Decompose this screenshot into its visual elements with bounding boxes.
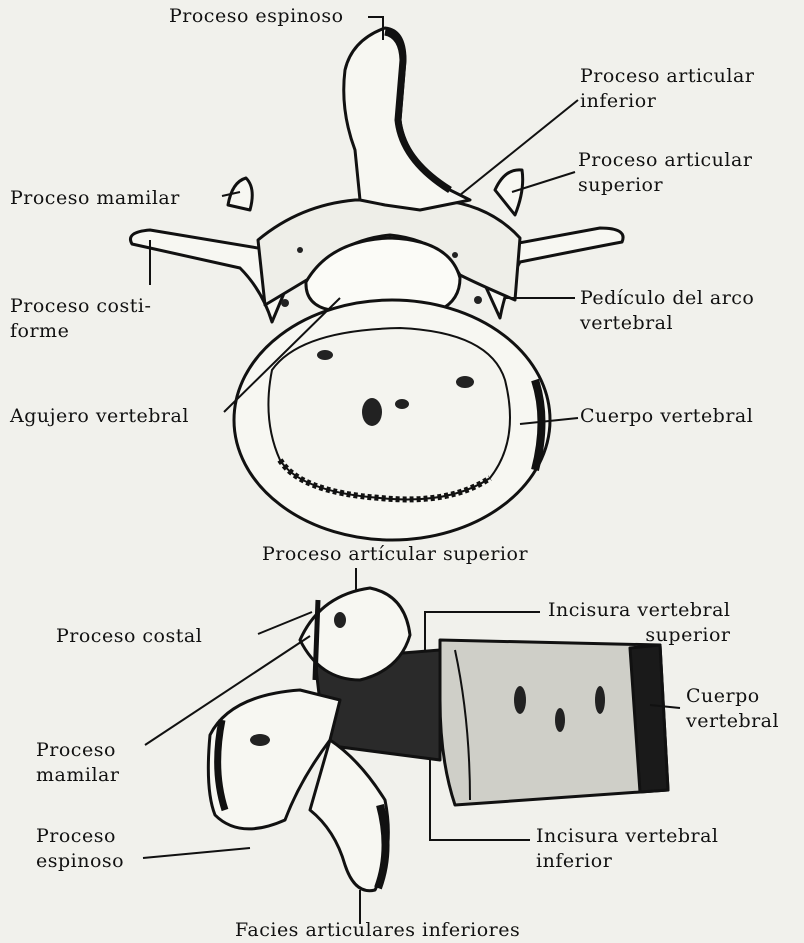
label-line: Cuerpo <box>686 684 779 709</box>
label-line: Pedículo del arco <box>580 286 754 311</box>
label-proceso-articular-superior-lateral: Proceso artícular superior <box>262 542 528 567</box>
label-proceso-articular-inferior: Proceso articular inferior <box>580 64 754 114</box>
label-cuerpo-vertebral-lateral: Cuerpo vertebral <box>686 684 779 734</box>
label-proceso-espinoso-lateral: Proceso espinoso <box>36 824 124 874</box>
label-agujero-vertebral: Agujero vertebral <box>10 404 189 429</box>
label-proceso-costal: Proceso costal <box>56 624 202 649</box>
label-line: Proceso <box>36 824 124 849</box>
superior-articular-process-right <box>495 170 523 215</box>
label-line: forme <box>10 319 151 344</box>
label-proceso-costiforme: Proceso costi- forme <box>10 294 151 344</box>
spinous-process <box>344 28 470 210</box>
label-incisura-vertebral-inferior: Incisura vertebral inferior <box>536 824 719 874</box>
label-line: Incisura vertebral <box>548 598 731 623</box>
label-line: Proceso <box>36 738 119 763</box>
label-line: Proceso costi- <box>10 294 151 319</box>
label-line: espinoso <box>36 849 124 874</box>
label-proceso-espinoso: Proceso espinoso <box>169 4 344 29</box>
vertebra-top-view <box>130 28 623 540</box>
label-line: vertebral <box>580 311 754 336</box>
label-line: Proceso articular <box>578 148 752 173</box>
label-pediculo-arco-vertebral: Pedículo del arco vertebral <box>580 286 754 336</box>
inferior-articular-process-lateral <box>310 740 388 891</box>
label-cuerpo-vertebral: Cuerpo vertebral <box>580 404 753 429</box>
leader-espinoso-side <box>143 848 250 858</box>
label-line: vertebral <box>686 709 779 734</box>
label-proceso-mamilar-lateral: Proceso mamilar <box>36 738 119 788</box>
label-line: inferior <box>580 89 754 114</box>
label-line: inferior <box>536 849 719 874</box>
label-incisura-vertebral-superior: Incisura vertebral superior <box>548 598 731 648</box>
label-facies-articulares-inferiores: Facies articulares inferiores <box>235 918 520 943</box>
vertebral-body-inner <box>268 328 510 499</box>
label-proceso-mamilar: Proceso mamilar <box>10 186 180 211</box>
label-line: mamilar <box>36 763 119 788</box>
label-proceso-articular-superior: Proceso articular superior <box>578 148 752 198</box>
label-line: superior <box>548 623 731 648</box>
label-line: superior <box>578 173 752 198</box>
label-line: Proceso articular <box>580 64 754 89</box>
label-line: Incisura vertebral <box>536 824 719 849</box>
